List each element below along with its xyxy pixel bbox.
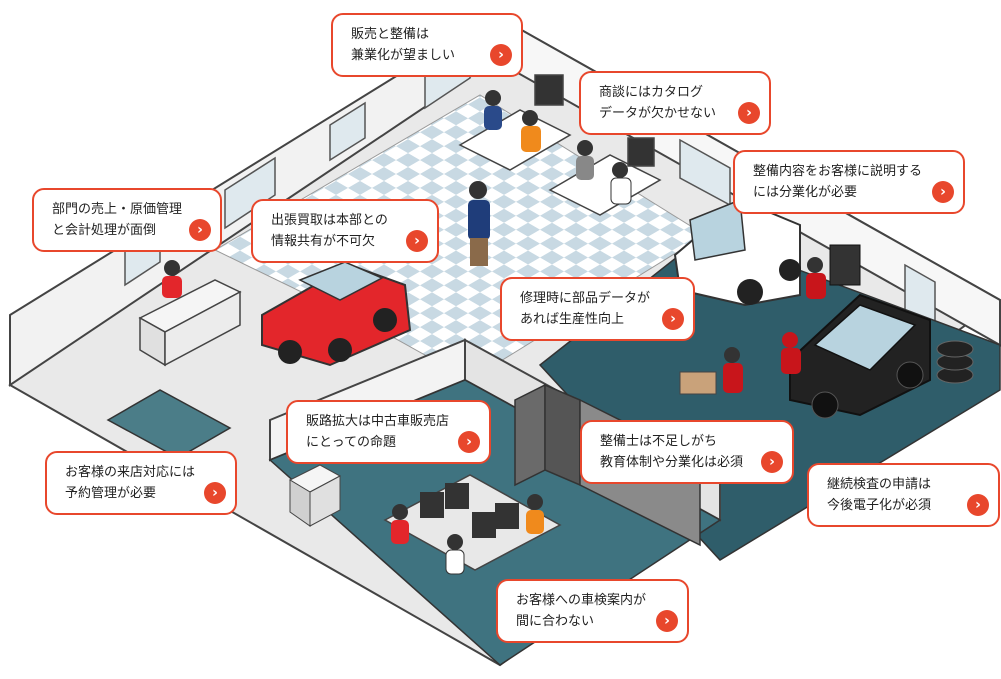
black-car xyxy=(789,293,931,419)
callout-text-line: 予約管理が必要 xyxy=(65,486,157,501)
entrance-mat xyxy=(106,389,232,459)
white-van xyxy=(673,198,801,307)
office-desks xyxy=(383,474,562,575)
callout-parts-data[interactable]: 修理時に部品データが あれば生産性向上 › xyxy=(500,277,695,341)
callout-text-line: 商談にはカタログ xyxy=(599,85,704,100)
callout-text-line: あれば生産性向上 xyxy=(520,312,625,327)
callout-sales-maintenance[interactable]: 販売と整備は 兼業化が望ましい › xyxy=(331,13,523,77)
copier xyxy=(288,464,342,527)
reception-counter xyxy=(138,260,242,367)
arrow-right-icon[interactable]: › xyxy=(189,219,211,241)
callout-catalog-data[interactable]: 商談にはカタログ データが欠かせない › xyxy=(579,71,771,135)
callout-buyout-info-share[interactable]: 出張買取は本部との 情報共有が不可欠 › xyxy=(251,199,439,263)
callout-text-line: お客様の来店対応には xyxy=(65,465,196,480)
arrow-right-icon[interactable]: › xyxy=(761,451,783,473)
callout-text-line: 継続検査の申請は xyxy=(827,477,932,492)
callout-text-line: 整備内容をお客様に説明する xyxy=(753,164,923,179)
callout-inspection-application[interactable]: 継続検査の申請は 今後電子化が必須 › xyxy=(807,463,1000,527)
callout-text-line: にとっての命題 xyxy=(306,435,396,450)
callout-text-line: 間に合わない xyxy=(516,614,595,629)
callout-mechanic-shortage[interactable]: 整備士は不足しがち 教育体制や分業化は必須 › xyxy=(580,420,794,484)
callout-text-line: と会計処理が面倒 xyxy=(52,223,157,238)
callout-maintenance-explain[interactable]: 整備内容をお客様に説明する には分業化が必要 › xyxy=(733,150,965,214)
arrow-right-icon[interactable]: › xyxy=(406,230,428,252)
arrow-right-icon[interactable]: › xyxy=(932,181,954,203)
showroom-people xyxy=(468,90,632,266)
callout-text-line: 兼業化が望ましい xyxy=(351,48,456,63)
callout-text-line: データが欠かせない xyxy=(599,106,717,121)
callout-text-line: 部門の売上・原価管理 xyxy=(52,202,183,217)
arrow-right-icon[interactable]: › xyxy=(662,308,684,330)
arrow-right-icon[interactable]: › xyxy=(738,102,760,124)
arrow-right-icon[interactable]: › xyxy=(490,44,512,66)
mechanics xyxy=(679,244,861,395)
callout-text-line: 整備士は不足しがち xyxy=(600,434,718,449)
tire-stack xyxy=(936,340,974,384)
arrow-right-icon[interactable]: › xyxy=(967,494,989,516)
callout-inspection-guidance[interactable]: お客様への車検案内が 間に合わない › xyxy=(496,579,689,643)
callout-text-line: 販売と整備は xyxy=(351,27,430,42)
callout-text-line: 出張買取は本部との xyxy=(271,213,388,228)
arrow-right-icon[interactable]: › xyxy=(458,431,480,453)
showroom-desks xyxy=(458,74,662,216)
callout-text-line: 販路拡大は中古車販売店 xyxy=(306,414,450,429)
callout-text-line: 情報共有が不可欠 xyxy=(271,234,376,249)
arrow-right-icon[interactable]: › xyxy=(656,610,678,632)
callout-text-line: お客様への車検案内が xyxy=(516,593,647,608)
callout-sales-expansion[interactable]: 販路拡大は中古車販売店 にとっての命題 › xyxy=(286,400,491,464)
callout-reservation-management[interactable]: お客様の来店対応には 予約管理が必要 › xyxy=(45,451,237,515)
red-car xyxy=(261,261,412,367)
callout-text-line: 今後電子化が必須 xyxy=(827,498,932,513)
arrow-right-icon[interactable]: › xyxy=(204,482,226,504)
callout-text-line: 教育体制や分業化は必須 xyxy=(600,455,744,470)
callout-text-line: 修理時に部品データが xyxy=(520,291,651,306)
callout-text-line: には分業化が必要 xyxy=(753,185,858,200)
callout-sales-cost-management[interactable]: 部門の売上・原価管理 と会計処理が面倒 › xyxy=(32,188,222,252)
